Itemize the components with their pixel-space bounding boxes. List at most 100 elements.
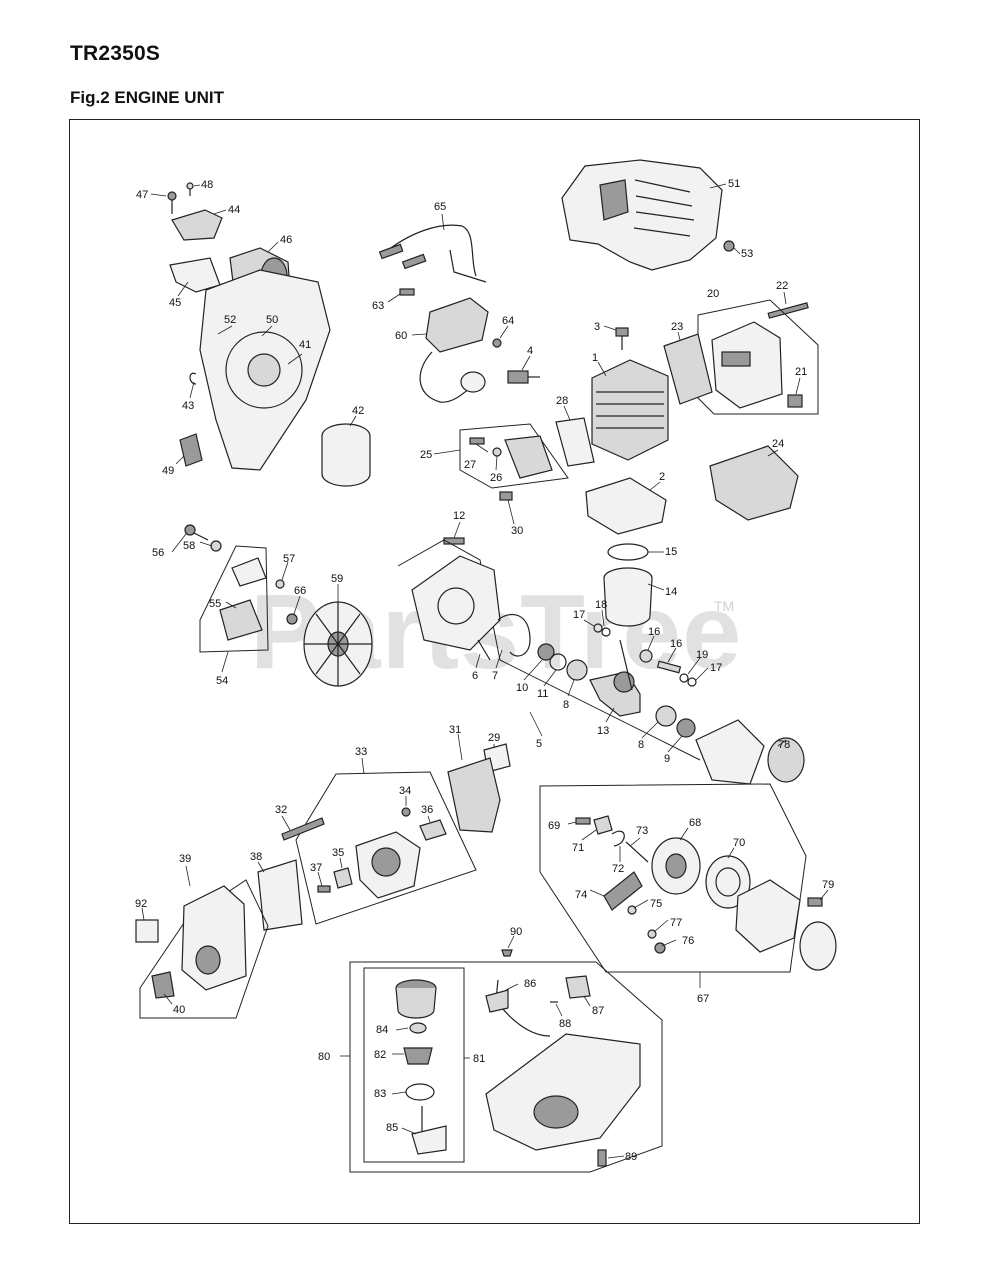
part-tank-86[interactable] xyxy=(485,989,509,1013)
part-wire-harness-65[interactable] xyxy=(378,224,487,283)
part-clip-49[interactable] xyxy=(179,433,203,467)
part-screw-90[interactable] xyxy=(501,949,513,957)
part-crankshaft-13[interactable] xyxy=(589,639,641,717)
part-clip-71[interactable] xyxy=(593,815,613,835)
callout-77: 77 xyxy=(670,917,682,929)
part-piston-14[interactable] xyxy=(603,567,653,627)
part-muffler-20[interactable] xyxy=(711,321,783,409)
part-bearing-8b[interactable] xyxy=(655,705,677,727)
callout-53: 53 xyxy=(741,248,753,260)
part-bolt-22[interactable] xyxy=(767,302,809,319)
part-screw-37[interactable] xyxy=(317,885,331,893)
part-knob-40[interactable] xyxy=(151,971,175,999)
part-crankcase-half-78[interactable] xyxy=(695,719,765,785)
part-bolt-69[interactable] xyxy=(575,817,591,825)
part-air-cleaner-base-33[interactable] xyxy=(355,831,421,899)
callout-8a: 8 xyxy=(563,699,569,711)
part-vent-82[interactable] xyxy=(403,1047,433,1065)
part-screw-63[interactable] xyxy=(399,288,415,296)
part-clip-18[interactable] xyxy=(601,627,611,637)
part-bolt-89[interactable] xyxy=(597,1149,607,1167)
part-bolt-53[interactable] xyxy=(723,240,735,252)
part-choke-35[interactable] xyxy=(333,867,353,889)
part-cylinder-1[interactable] xyxy=(591,359,669,461)
part-bearing-8a[interactable] xyxy=(566,659,588,681)
part-snap-ring-11[interactable] xyxy=(549,653,567,671)
part-washer-57[interactable] xyxy=(275,579,285,589)
part-crankcase-5[interactable] xyxy=(411,555,501,651)
part-flywheel-59[interactable] xyxy=(303,601,373,687)
part-bolt-12[interactable] xyxy=(443,537,465,545)
part-air-cleaner-cover-39[interactable] xyxy=(181,885,247,991)
callout-57: 57 xyxy=(283,553,295,565)
part-clip-43[interactable] xyxy=(189,372,197,385)
watermark-trademark: TM xyxy=(714,598,735,614)
callout-47: 47 xyxy=(136,189,148,201)
callout-69: 69 xyxy=(548,820,560,832)
part-ignition-coil-60[interactable] xyxy=(419,297,489,403)
part-spring-72[interactable] xyxy=(611,830,625,847)
part-clip-17b[interactable] xyxy=(687,677,697,687)
part-handle-74[interactable] xyxy=(603,871,643,911)
part-washer-84[interactable] xyxy=(409,1022,427,1034)
part-washer-26[interactable] xyxy=(492,447,502,457)
part-bracket-44[interactable] xyxy=(171,209,223,241)
part-clip-17a[interactable] xyxy=(593,623,603,633)
part-cup-42[interactable] xyxy=(321,423,371,487)
part-bolt-32[interactable] xyxy=(281,817,325,841)
part-bolt-47[interactable] xyxy=(167,191,177,214)
part-engine-cover-51[interactable] xyxy=(561,159,723,271)
part-spring-76[interactable] xyxy=(654,942,666,954)
callout-15: 15 xyxy=(665,546,677,558)
part-bracket-24[interactable] xyxy=(709,445,799,521)
part-bolt-79[interactable] xyxy=(807,897,823,907)
callout-41: 41 xyxy=(299,339,311,351)
part-pawl-55[interactable] xyxy=(219,599,263,641)
figure-title: Fig.2 ENGINE UNIT xyxy=(70,88,224,107)
part-primer-87[interactable] xyxy=(565,975,591,999)
part-bolt-3[interactable] xyxy=(615,327,629,350)
part-nut-66[interactable] xyxy=(286,613,298,625)
part-gasket-2[interactable] xyxy=(585,477,667,535)
part-oil-seal-10[interactable] xyxy=(537,643,555,661)
part-nut-34[interactable] xyxy=(401,807,411,817)
part-nut-64[interactable] xyxy=(492,338,502,348)
part-bolt-30[interactable] xyxy=(499,491,513,501)
part-bolt-56[interactable] xyxy=(184,524,209,541)
part-fan-housing-41[interactable] xyxy=(199,269,331,471)
part-bolt-27[interactable] xyxy=(469,437,485,445)
callout-49: 49 xyxy=(162,465,174,477)
part-screw-21[interactable] xyxy=(787,394,803,408)
part-gasket-28[interactable] xyxy=(555,417,595,467)
part-insulator-25[interactable] xyxy=(504,435,553,479)
part-piston-pin-16b[interactable] xyxy=(656,660,682,674)
part-element-38[interactable] xyxy=(257,859,303,931)
part-pawl-cover-55[interactable] xyxy=(231,557,267,587)
part-pin-6[interactable] xyxy=(477,639,491,661)
part-cup-78[interactable] xyxy=(767,737,805,783)
part-fuel-tank-81[interactable] xyxy=(485,1033,641,1151)
part-gasket-83[interactable] xyxy=(405,1083,435,1101)
part-lever-36[interactable] xyxy=(419,819,447,841)
part-label-92[interactable] xyxy=(135,919,159,943)
part-filter-85[interactable] xyxy=(411,1106,447,1155)
part-seal-7[interactable] xyxy=(497,613,531,657)
part-spark-plug-4[interactable] xyxy=(507,370,540,384)
part-piston-ring-15[interactable] xyxy=(607,543,649,561)
part-reel-68[interactable] xyxy=(651,837,701,895)
callout-18: 18 xyxy=(595,599,607,611)
part-bracket-45[interactable] xyxy=(169,257,221,293)
part-fuel-cap-80[interactable] xyxy=(395,979,437,1019)
part-rope-73[interactable] xyxy=(625,841,649,863)
part-gasket-23[interactable] xyxy=(663,333,713,405)
callout-20: 20 xyxy=(707,288,719,300)
part-starter-case-79[interactable] xyxy=(735,879,801,953)
part-washer-48[interactable] xyxy=(186,182,194,196)
part-clip-19[interactable] xyxy=(679,673,689,683)
part-washer-58[interactable] xyxy=(210,540,222,552)
part-oil-seal-9[interactable] xyxy=(676,718,696,738)
part-plate-79[interactable] xyxy=(799,921,837,971)
part-needle-bearing-16a[interactable] xyxy=(639,649,653,663)
callout-17b: 17 xyxy=(710,662,722,674)
part-carburetor-31[interactable] xyxy=(447,757,501,833)
